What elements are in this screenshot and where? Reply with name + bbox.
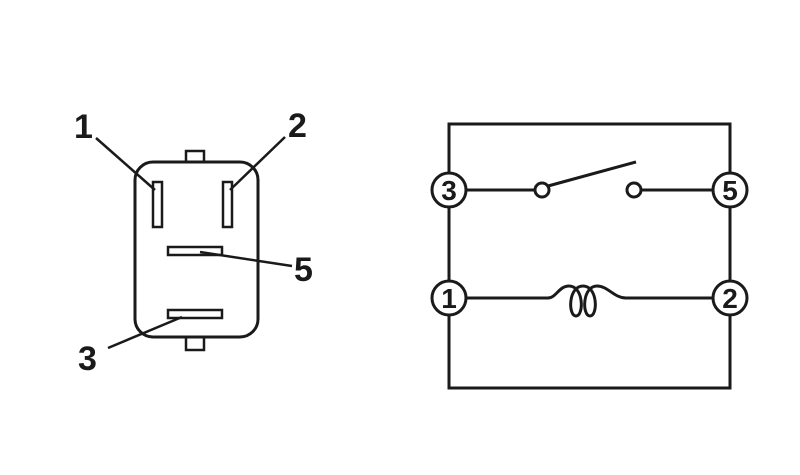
terminal-2: 2 bbox=[711, 279, 749, 317]
pin3-label: 3 bbox=[78, 340, 97, 378]
coil-symbol bbox=[547, 284, 627, 318]
terminal-5-label: 5 bbox=[722, 175, 738, 206]
terminal-5: 5 bbox=[711, 171, 749, 209]
terminal-1-label: 1 bbox=[441, 283, 457, 314]
pin3-leader bbox=[107, 315, 183, 350]
terminal-2-circle bbox=[711, 279, 749, 317]
pin5-leader bbox=[199, 250, 293, 268]
terminal-3-circle bbox=[430, 171, 468, 209]
pin1-blade bbox=[151, 180, 164, 229]
pin5-blade bbox=[166, 245, 224, 257]
pin2-label: 2 bbox=[288, 107, 307, 145]
terminal-3: 3 bbox=[430, 171, 468, 209]
pin3-blade bbox=[166, 308, 224, 320]
terminal-5-circle bbox=[711, 171, 749, 209]
terminal-1-circle bbox=[430, 279, 468, 317]
relay-schematic bbox=[447, 122, 732, 390]
switch-contact-left bbox=[533, 181, 551, 199]
pin2-blade bbox=[221, 180, 234, 229]
terminal-2-label: 2 bbox=[722, 283, 738, 314]
switch-arm bbox=[547, 160, 637, 188]
terminal-3-label: 3 bbox=[441, 175, 457, 206]
switch-contact-right bbox=[625, 181, 643, 199]
terminal-1: 1 bbox=[430, 279, 468, 317]
pin2-leader bbox=[229, 136, 286, 191]
relay-connector bbox=[95, 136, 293, 352]
pin5-label: 5 bbox=[294, 251, 313, 289]
pin1-leader bbox=[95, 137, 156, 191]
schematic-frame bbox=[447, 122, 732, 390]
pin1-label: 1 bbox=[74, 108, 93, 146]
